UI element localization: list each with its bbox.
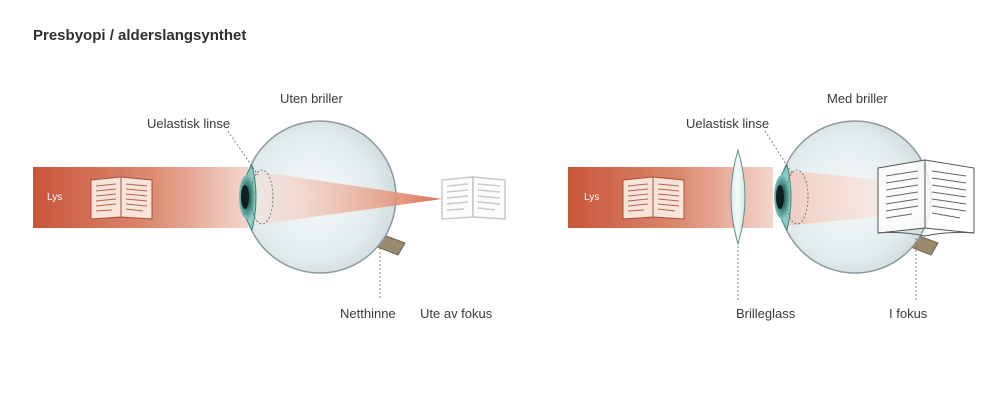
lens-leader-line: [227, 130, 259, 176]
book-icon: [90, 176, 153, 220]
spectacle-lens: [730, 148, 746, 246]
page-title: Presbyopi / alderslangsynthet: [33, 27, 247, 44]
heading-without-glasses: Uten briller: [280, 91, 343, 106]
left-panel: [33, 120, 506, 300]
light-cone: [248, 170, 442, 226]
inelastic-lens-label: Uelastisk linse: [147, 116, 231, 131]
book-icon: [622, 176, 685, 220]
light-label: Lys: [47, 192, 63, 203]
pupil: [776, 185, 784, 209]
lens-leader-line: [764, 130, 794, 176]
retina-label: Netthinne: [340, 306, 396, 321]
in-focus-label: I fokus: [889, 306, 928, 321]
focused-book-icon: [877, 159, 975, 237]
lens: [250, 169, 274, 225]
pupil: [241, 185, 249, 209]
out-of-focus-label: Ute av fokus: [420, 306, 493, 321]
lens: [785, 169, 809, 225]
light-label: Lys: [584, 192, 600, 203]
right-panel: [568, 120, 975, 300]
inelastic-lens-label: Uelastisk linse: [686, 116, 770, 131]
blurred-book-icon: [441, 176, 506, 220]
heading-with-glasses: Med briller: [827, 91, 888, 106]
spectacle-lens-label: Brilleglass: [736, 306, 796, 321]
